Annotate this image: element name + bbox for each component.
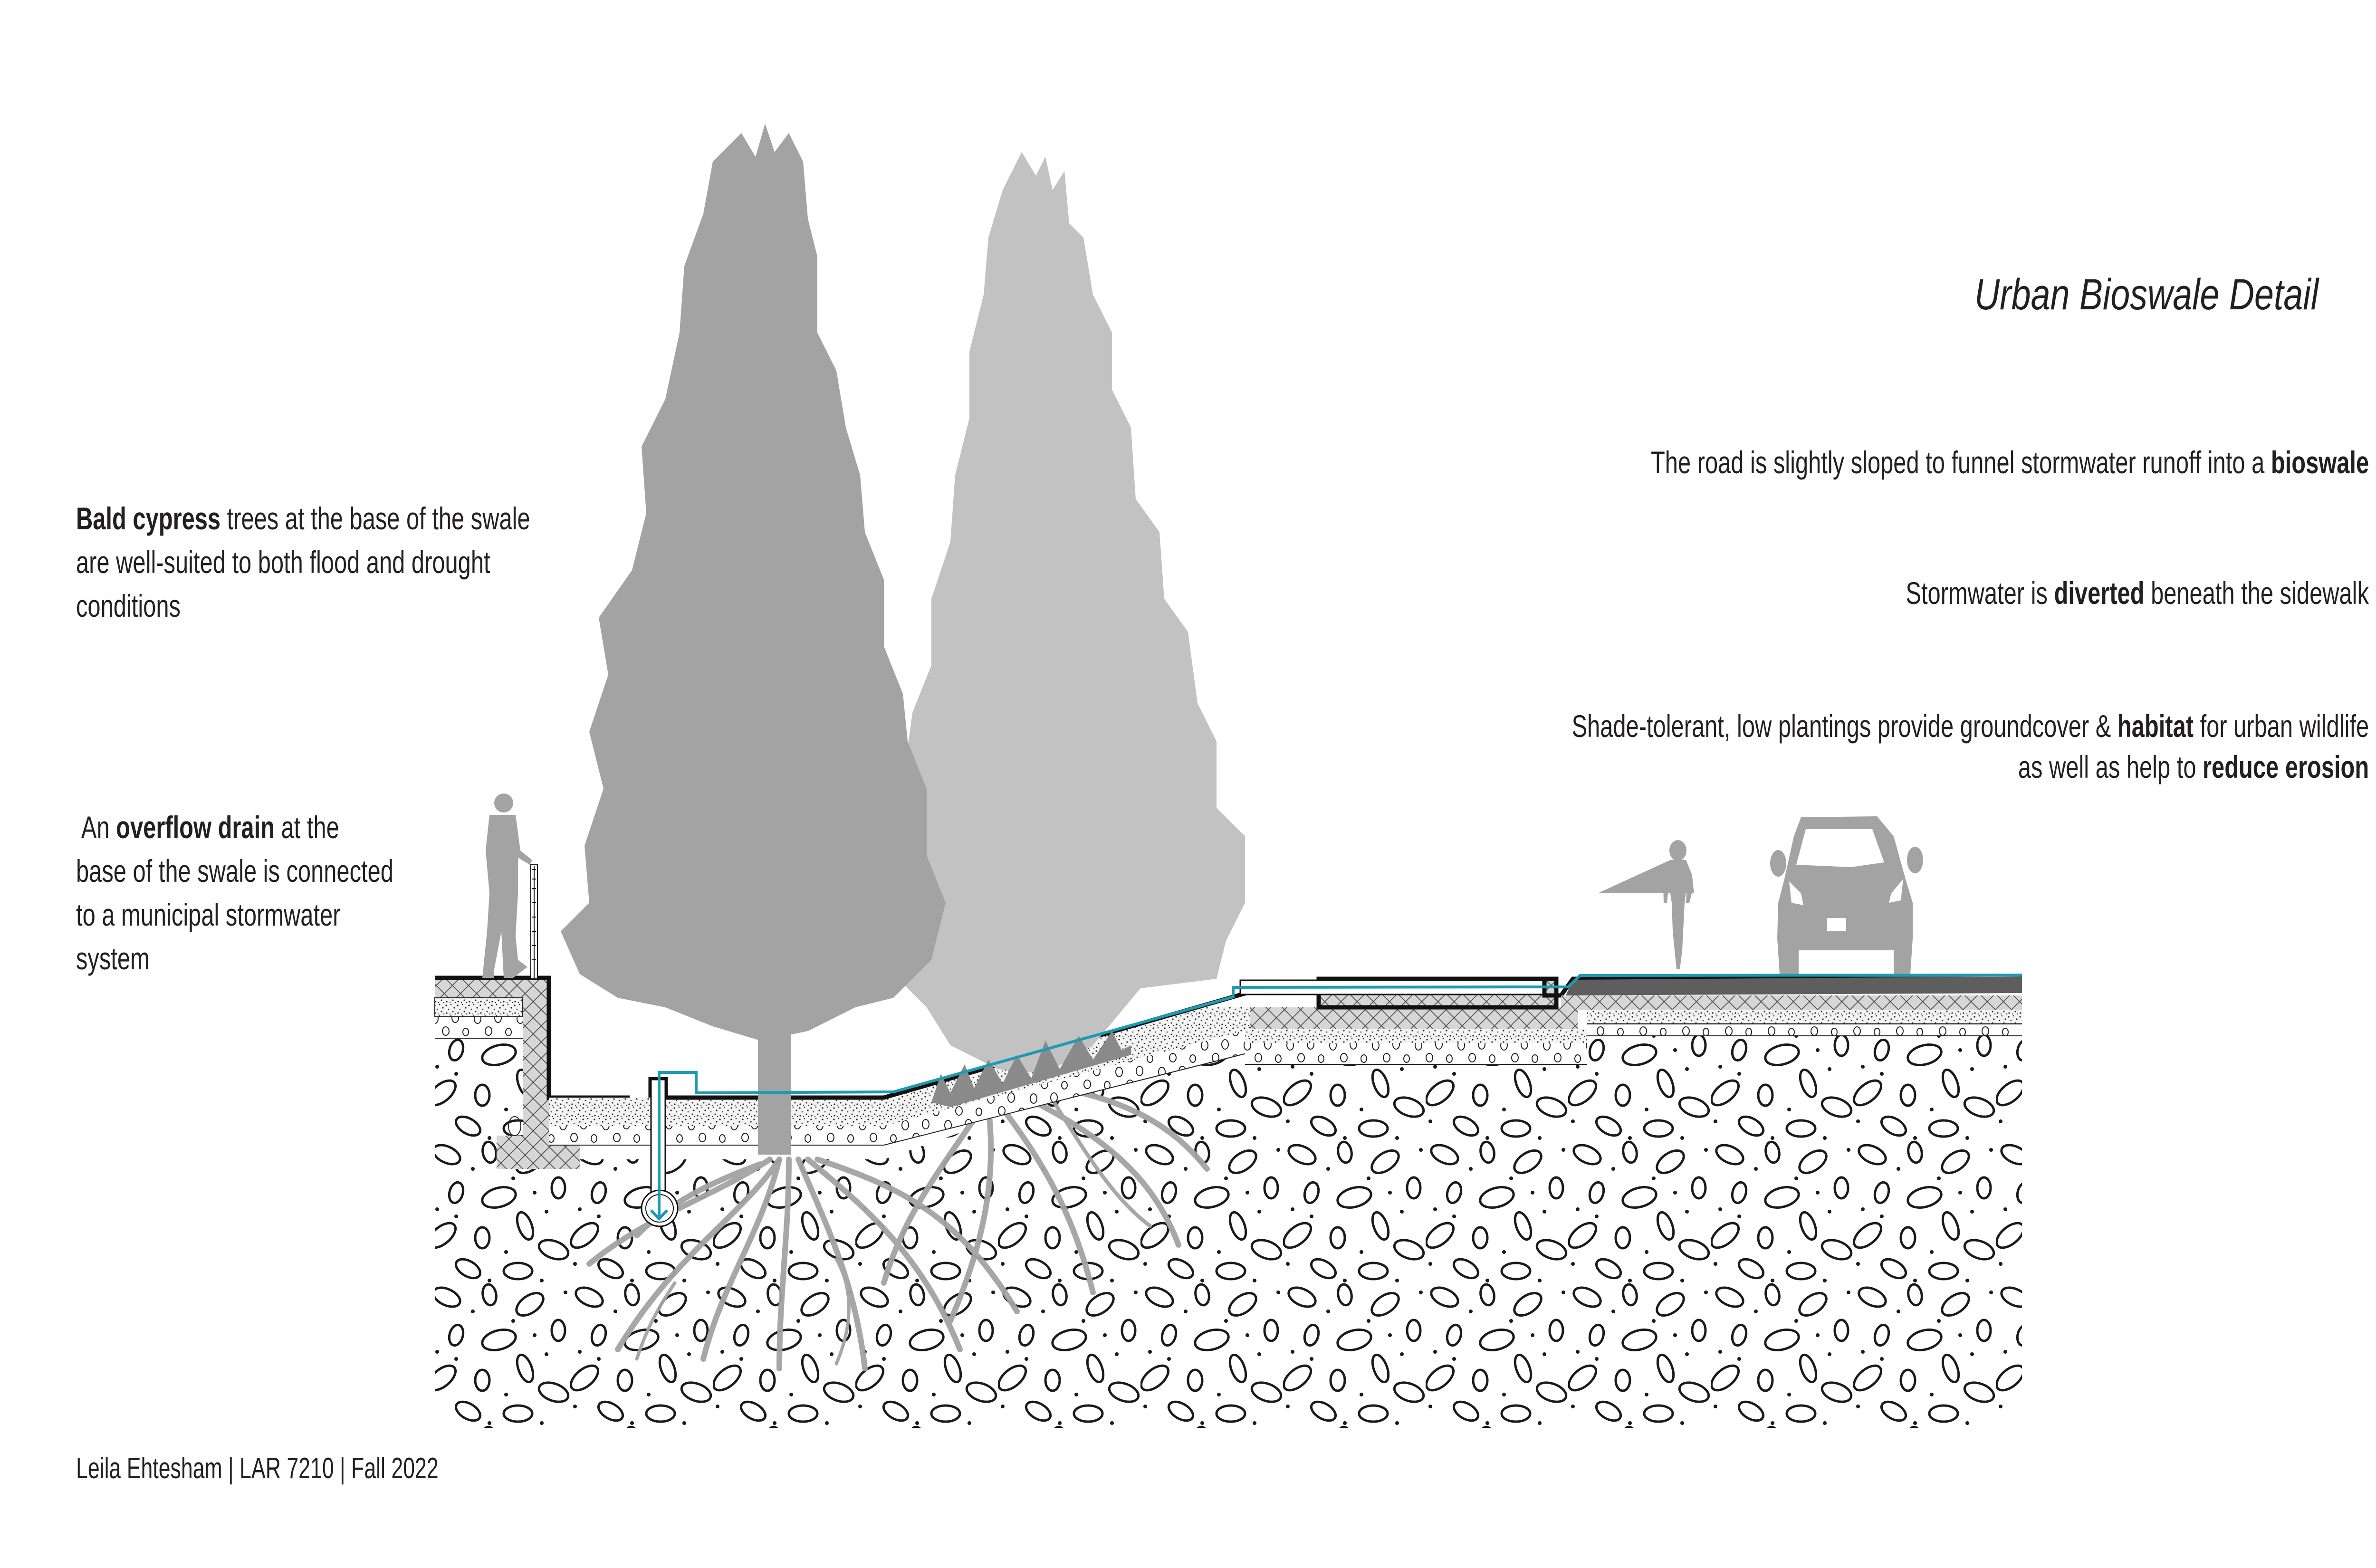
license-plate (1827, 918, 1846, 931)
stormwater-flow-line (658, 974, 2022, 1219)
annotation-overflow-line2: base of the swale is connected (76, 853, 393, 889)
weep-hole (508, 1116, 521, 1136)
plantings-line1-text: Shade-tolerant, low plantings provide gr… (1571, 708, 2117, 744)
plantings-line2-text: as well as help to (2018, 749, 2203, 784)
road-section (1561, 976, 2022, 1036)
annotation-cypress-line3: conditions (76, 588, 181, 623)
overflow-bold: overflow drain (116, 810, 275, 845)
groundcover-plantings (931, 1031, 1131, 1107)
center-sidewalk (1239, 976, 2022, 1065)
overflow-line1-after: at the (274, 810, 339, 845)
annotation-plantings-line2: as well as help to reduce erosion (1571, 746, 2369, 787)
bald-cypress-front (561, 124, 946, 1155)
cypress-bold: Bald cypress (76, 501, 221, 536)
asphalt (1566, 976, 2022, 995)
annotation-plantings-line1: Shade-tolerant, low plantings provide gr… (1571, 706, 2369, 746)
subgrade-soil (435, 998, 2022, 1428)
annotation-diverted-bold: diverted (2054, 575, 2145, 611)
annotation-cypress-line1: Bald cypress trees at the base of the sw… (76, 497, 530, 540)
upper-sidewalk-section (434, 975, 630, 1169)
pedestrian-silhouette (482, 794, 532, 978)
annotation-road-slope-bold: bioswale (2271, 445, 2369, 480)
cyclist-silhouette (1598, 840, 1694, 969)
annotation-overflow-line3: to a municipal stormwater (76, 897, 341, 932)
bald-cypress-back (884, 152, 1245, 1074)
annotation-plantings: Shade-tolerant, low plantings provide gr… (1571, 706, 2369, 787)
annotation-cypress: Bald cypress trees at the base of the sw… (76, 497, 530, 628)
annotation-diverted-before: Stormwater is (1906, 575, 2054, 611)
annotation-diverted-after: beneath the sidewalk (2144, 575, 2369, 611)
plantings-line2-bold: reduce erosion (2202, 749, 2369, 784)
diagram-title: Urban Bioswale Detail (1974, 270, 2319, 319)
plantings-line1-bold: habitat (2117, 708, 2194, 744)
cypress-line1-text: trees at the base of the swale (220, 501, 530, 536)
annotation-overflow: An overflow drain at the base of the swa… (76, 805, 393, 980)
overflow-line1-text: An (76, 810, 116, 845)
annotation-overflow-line4: system (76, 941, 150, 976)
annotation-diverted: Stormwater is diverted beneath the sidew… (1906, 575, 2369, 611)
flow-arrow-icon (650, 1209, 669, 1221)
plantings-line1-after: for urban wildlife (2193, 708, 2369, 744)
annotation-road-slope: The road is slightly sloped to funnel st… (1651, 444, 2369, 480)
annotation-road-slope-text: The road is slightly sloped to funnel st… (1650, 445, 2271, 480)
railing (530, 864, 538, 979)
tree-roots (586, 1080, 1210, 1371)
car-silhouette (1770, 816, 1923, 974)
annotation-overflow-line1: An overflow drain at the (76, 805, 393, 849)
annotation-cypress-line2: are well-suited to both flood and drough… (76, 545, 490, 580)
author-credit: Leila Ehtesham | LAR 7210 | Fall 2022 (76, 1452, 439, 1485)
